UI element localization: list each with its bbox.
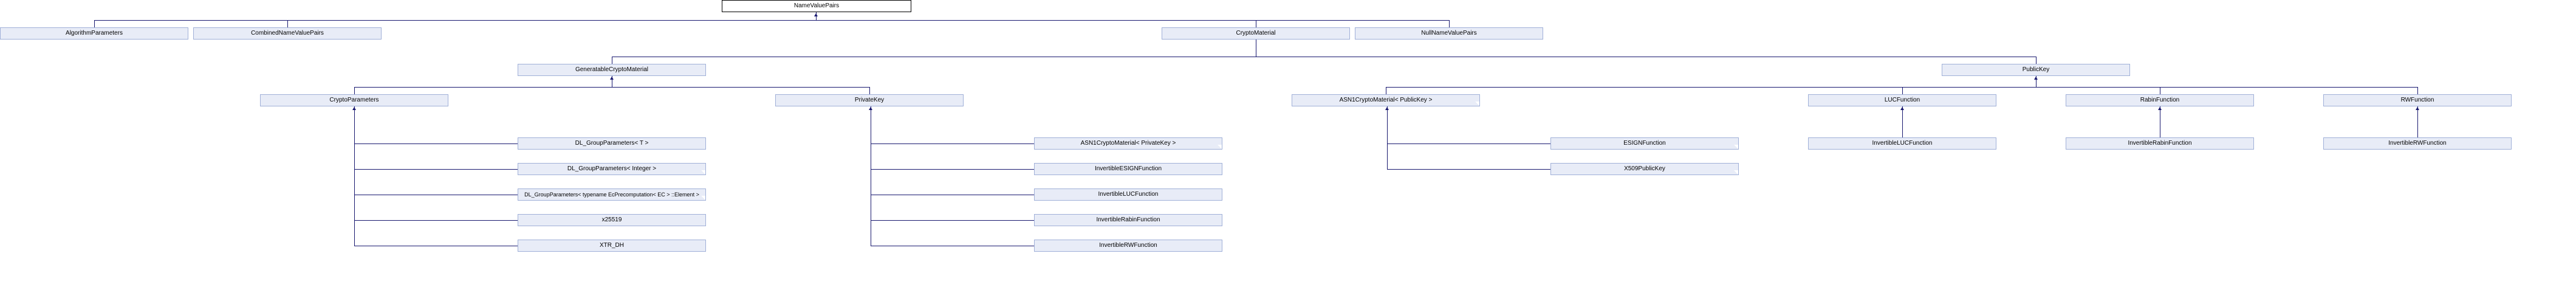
- node-label: DL_GroupParameters< T >: [575, 140, 649, 147]
- edge-to-algorithmparameters: [94, 20, 95, 27]
- node-label: InvertibleRabinFunction: [2128, 140, 2192, 147]
- arrowhead-publickey: [2034, 77, 2038, 80]
- node-label: NameValuePairs: [793, 2, 840, 9]
- node-label: DL_GroupParameters< Integer >: [567, 165, 657, 172]
- node-label: CryptoParameters: [329, 97, 379, 103]
- node-label: ESIGNFunction: [1623, 140, 1666, 147]
- node-label: LUCFunction: [1884, 97, 1920, 103]
- edge-asn1-leaf-2: [1387, 169, 1550, 170]
- node-label: x25519: [601, 216, 622, 223]
- node-label: InvertibleLUCFunction: [1872, 140, 1933, 147]
- node-invertiblerwfunction[interactable]: InvertibleRWFunction: [2323, 137, 2512, 150]
- arrowhead-cryptoparameters: [352, 107, 356, 110]
- node-label: XTR_DH: [599, 242, 624, 249]
- edge-pk-leaf-2: [871, 169, 1034, 170]
- node-invertiblelucfunction-privatekey[interactable]: InvertibleLUCFunction: [1034, 188, 1222, 201]
- edge-cryptoparameters-rail: [354, 106, 355, 246]
- node-label: GeneratableCryptoMaterial: [575, 66, 649, 73]
- node-label: ASN1CryptoMaterial< PublicKey >: [1339, 97, 1433, 103]
- edge-pk-leaf-4: [871, 220, 1034, 221]
- arrowhead-rwfunction: [2416, 107, 2419, 110]
- edge-row3-right-bus: [1386, 87, 2417, 88]
- arrowhead-generatable: [610, 77, 614, 80]
- node-label: AlgorithmParameters: [66, 30, 123, 36]
- node-label: X509PublicKey: [1624, 165, 1665, 172]
- edge-cp-leaf-4: [354, 220, 518, 221]
- edge-to-cryptoparameters: [354, 87, 355, 94]
- arrowhead-privatekey: [869, 107, 872, 110]
- arrowhead-asn1public: [1385, 107, 1389, 110]
- node-namevaluepairs[interactable]: NameValuePairs: [722, 0, 911, 12]
- node-combinednamevaluepairs[interactable]: CombinedNameValuePairs: [193, 27, 382, 40]
- node-dl-groupparameters-t[interactable]: DL_GroupParameters< T >: [518, 137, 706, 150]
- edge-asn1public-rail: [1387, 106, 1388, 169]
- node-esignfunction[interactable]: ESIGNFunction: [1550, 137, 1739, 150]
- edge-lucfunction-stem: [1902, 106, 1903, 137]
- node-label: RabinFunction: [2140, 97, 2180, 103]
- node-xtr-dh[interactable]: XTR_DH: [518, 240, 706, 252]
- node-label: InvertibleRabinFunction: [1096, 216, 1160, 223]
- node-invertiblerabinfunction[interactable]: InvertibleRabinFunction: [2066, 137, 2254, 150]
- node-label: InvertibleRWFunction: [2388, 140, 2447, 147]
- node-label: PublicKey: [2022, 66, 2050, 73]
- node-rwfunction[interactable]: RWFunction: [2323, 94, 2512, 106]
- edge-to-rwfunction: [2417, 87, 2418, 94]
- node-generatablecryptomaterial[interactable]: GeneratableCryptoMaterial: [518, 64, 706, 76]
- node-asn1cryptomaterial-privatekey[interactable]: ASN1CryptoMaterial< PrivateKey >: [1034, 137, 1222, 150]
- edge-row1-bus: [94, 20, 1449, 21]
- edge-cp-leaf-2: [354, 169, 518, 170]
- node-invertiblelucfunction[interactable]: InvertibleLUCFunction: [1808, 137, 1996, 150]
- node-label: ASN1CryptoMaterial< PrivateKey >: [1080, 140, 1176, 147]
- node-asn1cryptomaterial-publickey[interactable]: ASN1CryptoMaterial< PublicKey >: [1292, 94, 1480, 106]
- node-label: RWFunction: [2400, 97, 2434, 103]
- node-dl-groupparameters-integer[interactable]: DL_GroupParameters< Integer >: [518, 163, 706, 175]
- edge-to-lucfunction: [1902, 87, 1903, 94]
- node-label: CryptoMaterial: [1236, 30, 1276, 36]
- node-algorithmparameters[interactable]: AlgorithmParameters: [0, 27, 188, 40]
- edge-to-nullnamevaluepairs: [1449, 20, 1450, 27]
- arrowhead-root: [814, 13, 818, 16]
- node-rabinfunction[interactable]: RabinFunction: [2066, 94, 2254, 106]
- edge-rwfunction-stem: [2417, 106, 2418, 137]
- node-invertiblerwfunction-privatekey[interactable]: InvertibleRWFunction: [1034, 240, 1222, 252]
- node-label: NullNameValuePairs: [1421, 30, 1477, 36]
- node-label: InvertibleESIGNFunction: [1094, 165, 1162, 172]
- node-cryptomaterial[interactable]: CryptoMaterial: [1162, 27, 1350, 40]
- arrowhead-rabinfunction: [2158, 107, 2162, 110]
- node-nullnamevaluepairs[interactable]: NullNameValuePairs: [1355, 27, 1543, 40]
- node-cryptoparameters[interactable]: CryptoParameters: [260, 94, 448, 106]
- edge-to-privatekey: [869, 87, 870, 94]
- node-invertiblerabinfunction-privatekey[interactable]: InvertibleRabinFunction: [1034, 214, 1222, 226]
- node-label: DL_GroupParameters< typename EcPrecomput…: [524, 192, 699, 198]
- node-x25519[interactable]: x25519: [518, 214, 706, 226]
- node-label: InvertibleLUCFunction: [1098, 191, 1159, 198]
- node-label: InvertibleRWFunction: [1099, 242, 1157, 249]
- node-publickey[interactable]: PublicKey: [1942, 64, 2130, 76]
- node-lucfunction[interactable]: LUCFunction: [1808, 94, 1996, 106]
- arrowhead-lucfunction: [1900, 107, 1904, 110]
- edge-to-combinednamevaluepairs: [287, 20, 288, 27]
- node-invertibleesignfunction[interactable]: InvertibleESIGNFunction: [1034, 163, 1222, 175]
- node-label: PrivateKey: [854, 97, 885, 103]
- node-dl-groupparameters-ecelement[interactable]: DL_GroupParameters< typename EcPrecomput…: [518, 188, 706, 201]
- node-label: CombinedNameValuePairs: [251, 30, 324, 36]
- node-x509publickey[interactable]: X509PublicKey: [1550, 163, 1739, 175]
- edge-row3-left-bus: [354, 87, 869, 88]
- node-privatekey[interactable]: PrivateKey: [775, 94, 964, 106]
